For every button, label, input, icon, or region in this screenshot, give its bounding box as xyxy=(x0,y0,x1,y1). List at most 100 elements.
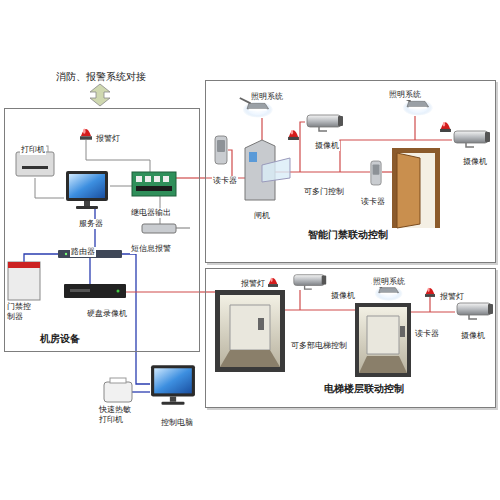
label-holder: 短信息报警 xyxy=(130,237,172,255)
card-reader-icon xyxy=(371,161,381,185)
signal-wires xyxy=(86,140,150,172)
access-controller-icon xyxy=(8,262,40,300)
door-icon xyxy=(392,148,440,228)
label-holder: 报警灯 xyxy=(95,127,121,145)
region-title: 电梯楼层联动控制 xyxy=(323,383,405,395)
camera-icon xyxy=(307,115,343,131)
control-wires xyxy=(382,171,392,172)
alarm-light-icon xyxy=(288,130,299,140)
control-wires xyxy=(261,118,262,140)
camera-icon xyxy=(454,131,490,147)
card-reader-icon xyxy=(215,136,227,164)
access-controller-icon xyxy=(8,262,40,268)
printer-icon xyxy=(16,146,54,176)
label-holder: 读卡器 xyxy=(360,190,386,208)
elevator-icon xyxy=(220,350,280,367)
alarm-light-icon xyxy=(268,278,278,287)
device-label: 照明系统 xyxy=(372,277,406,287)
label-holder: 服务器 xyxy=(78,212,104,230)
device-label: 短信息报警 xyxy=(130,244,172,254)
device-label: 摄像机 xyxy=(314,141,340,151)
elevator-icon xyxy=(355,303,411,377)
label-holder: 控制电脑 xyxy=(160,411,194,429)
elevator-icon xyxy=(215,290,285,372)
thermal-printer-icon xyxy=(104,378,132,402)
label-holder: 硬盘录像机 xyxy=(86,302,128,320)
dvr-icon xyxy=(64,284,126,298)
turnstile-icon xyxy=(245,140,290,200)
camera-icon xyxy=(294,275,326,289)
label-holder: 照明系统 xyxy=(250,85,284,103)
label-holder: 继电器输出 xyxy=(130,201,172,219)
printer-icon xyxy=(16,152,54,176)
control-wires xyxy=(414,116,415,140)
device-label: 读卡器 xyxy=(414,329,440,339)
relay-board-icon xyxy=(132,172,176,196)
relay-board-icon xyxy=(136,176,142,182)
device-label: 可多门控制 xyxy=(303,187,345,197)
printer-icon xyxy=(22,166,48,169)
control-wires xyxy=(300,122,305,172)
label-holder: 闸机 xyxy=(253,204,271,222)
label-holder: 可多门控制 xyxy=(303,180,345,198)
elevator-icon xyxy=(367,316,399,354)
thermal-printer-icon xyxy=(104,382,132,402)
network-wires xyxy=(122,254,150,384)
door-icon xyxy=(397,153,420,228)
label-holder: 报警灯 xyxy=(240,272,266,290)
control-wires xyxy=(205,291,215,292)
control-wires xyxy=(429,297,430,312)
device-label: 控制电脑 xyxy=(160,418,194,428)
door-icon xyxy=(397,153,435,228)
label-holder: 照明系统 xyxy=(388,83,422,101)
device-label: 可多部电梯控制 xyxy=(290,341,348,351)
label-holder: 打印机 xyxy=(20,138,46,156)
device-label: 报警灯 xyxy=(95,134,121,144)
control-wires xyxy=(411,311,455,312)
device-label: 硬盘录像机 xyxy=(86,309,128,319)
turnstile-icon xyxy=(262,158,290,182)
control-wires xyxy=(285,309,355,310)
control-wires xyxy=(176,177,200,178)
elevator-icon xyxy=(220,295,280,367)
relay-board-icon xyxy=(154,176,160,182)
device-label: 路由器 xyxy=(70,247,96,257)
device-label: 报警灯 xyxy=(240,279,266,289)
elevator-icon xyxy=(230,305,270,350)
region-box: 电梯楼层联动控制 xyxy=(205,268,496,408)
camera-icon xyxy=(457,303,493,319)
device-label: 服务器 xyxy=(78,219,104,229)
network-wires xyxy=(132,391,150,392)
network-wires xyxy=(89,258,90,284)
dvr-icon xyxy=(64,284,126,298)
double-arrow xyxy=(90,84,110,106)
label-holder: 摄像机 xyxy=(460,324,486,342)
relay-board-icon xyxy=(132,172,176,196)
server-monitor-icon xyxy=(66,171,108,209)
device-label: 摄像机 xyxy=(330,291,356,301)
device-label: 照明系统 xyxy=(250,92,284,102)
sms-alarm-icon xyxy=(142,224,176,233)
sms-alarm-icon xyxy=(176,228,190,229)
device-label: 报警灯 xyxy=(439,292,465,302)
label-holder: 读卡器 xyxy=(414,322,440,340)
elevator-icon xyxy=(400,326,405,337)
sms-alarm-icon xyxy=(142,224,190,233)
control-computer-icon xyxy=(151,365,195,405)
elevator-icon xyxy=(258,318,264,330)
region-title: 机房设备 xyxy=(39,333,81,345)
device-label: 门禁控制器 xyxy=(6,302,33,321)
network-wires xyxy=(24,254,58,262)
relay-board-icon xyxy=(163,176,169,182)
alarm-light-icon xyxy=(440,122,451,132)
label-holder: 路由器 xyxy=(70,240,96,258)
device-label: 摄像机 xyxy=(460,331,486,341)
device-label: 读卡器 xyxy=(360,197,386,207)
device-label: 快速热敏打印机 xyxy=(98,405,133,424)
signal-wires xyxy=(110,186,132,187)
thermal-printer-icon xyxy=(110,378,126,383)
network-wires xyxy=(24,208,150,392)
region-box: 智能门禁联动控制 xyxy=(205,80,496,263)
label-holder: 报警灯 xyxy=(439,285,465,303)
